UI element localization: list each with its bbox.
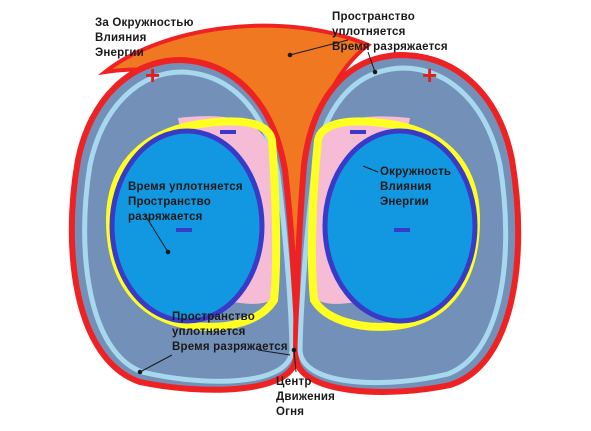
pointer-bottom-left [139,354,173,373]
label-outside: За Окружностью Влияния Энергии [95,17,197,59]
pointer-inner-left [144,214,169,253]
pointer-lines [137,39,379,375]
left-blue-ring [109,128,265,324]
label-inner-left: Время уплотняется Пространство разряжает… [128,181,246,223]
pointer-center [293,349,297,373]
left-minus-center [176,228,192,232]
left-lobe [68,56,300,393]
right-blue-ring [322,128,478,324]
left-plus-sign: + [145,60,160,90]
pointer-bottom-right [257,349,291,356]
right-plus-sign: + [422,60,437,90]
pointer-inner-right [362,165,379,173]
label-bottom-mid: Пространство уплотняется Время разряжает… [172,311,288,353]
label-top: Пространство уплотняется Время разряжает… [332,11,448,53]
pointer-top [289,39,349,56]
right-lobe [292,51,522,395]
left-minus-top [220,130,236,134]
label-inner-right: Окружность Влияния Энергии [380,166,455,208]
right-minus-top [350,130,366,134]
right-minus-center [394,228,410,232]
pointer-top-right [367,51,376,73]
label-center: Центр Движения Огня [276,376,338,418]
